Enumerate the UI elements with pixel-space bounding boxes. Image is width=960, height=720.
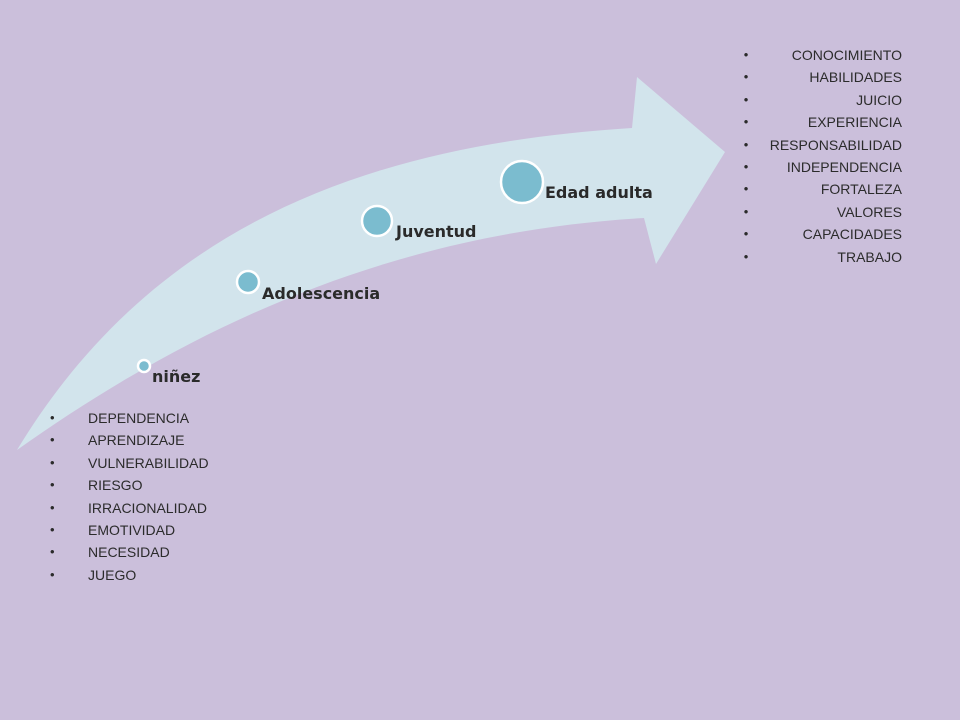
adulthood-trait-item: TRABAJO	[744, 246, 902, 269]
stage-label-1: niñez	[152, 367, 200, 386]
adulthood-traits-list: CONOCIMIENTOHABILIDADESJUICIOEXPERIENCIA…	[744, 44, 902, 269]
childhood-trait-item: DEPENDENCIA	[50, 407, 209, 430]
stage-label-2: Adolescencia	[262, 284, 380, 303]
stage-node-3	[360, 204, 394, 238]
childhood-trait-item: RIESGO	[50, 474, 209, 497]
adulthood-trait-item: VALORES	[744, 201, 902, 224]
childhood-trait-item: NECESIDAD	[50, 541, 209, 564]
stage-label-3: Juventud	[395, 222, 477, 241]
adulthood-trait-item: CAPACIDADES	[744, 223, 902, 246]
stage-node-4	[499, 159, 545, 205]
adulthood-trait-item: HABILIDADES	[744, 66, 902, 89]
stage-node-2	[235, 269, 261, 295]
adulthood-trait-item: CONOCIMIENTO	[744, 44, 902, 67]
childhood-trait-item: JUEGO	[50, 564, 209, 587]
stage-label-4: Edad adulta	[545, 183, 653, 202]
stage-node-1	[136, 358, 152, 374]
childhood-trait-item: EMOTIVIDAD	[50, 519, 209, 542]
childhood-trait-item: VULNERABILIDAD	[50, 452, 208, 475]
childhood-trait-item: APRENDIZAJE	[50, 429, 209, 452]
stage-nodes	[136, 159, 545, 374]
adulthood-trait-item: RESPONSABILIDAD	[744, 134, 902, 157]
stage-labels: niñez Adolescencia Juventud Edad adulta	[152, 183, 653, 386]
childhood-traits-list: DEPENDENCIAAPRENDIZAJEVULNERABILIDADRIES…	[50, 407, 209, 587]
adulthood-trait-item: EXPERIENCIA	[744, 111, 902, 134]
curved-growth-arrow	[17, 77, 725, 450]
adulthood-trait-item: JUICIO	[744, 89, 902, 112]
adulthood-trait-item: INDEPENDENCIA	[744, 156, 902, 179]
childhood-trait-item: IRRACIONALIDAD	[50, 497, 209, 520]
adulthood-trait-item: FORTALEZA	[744, 178, 902, 201]
